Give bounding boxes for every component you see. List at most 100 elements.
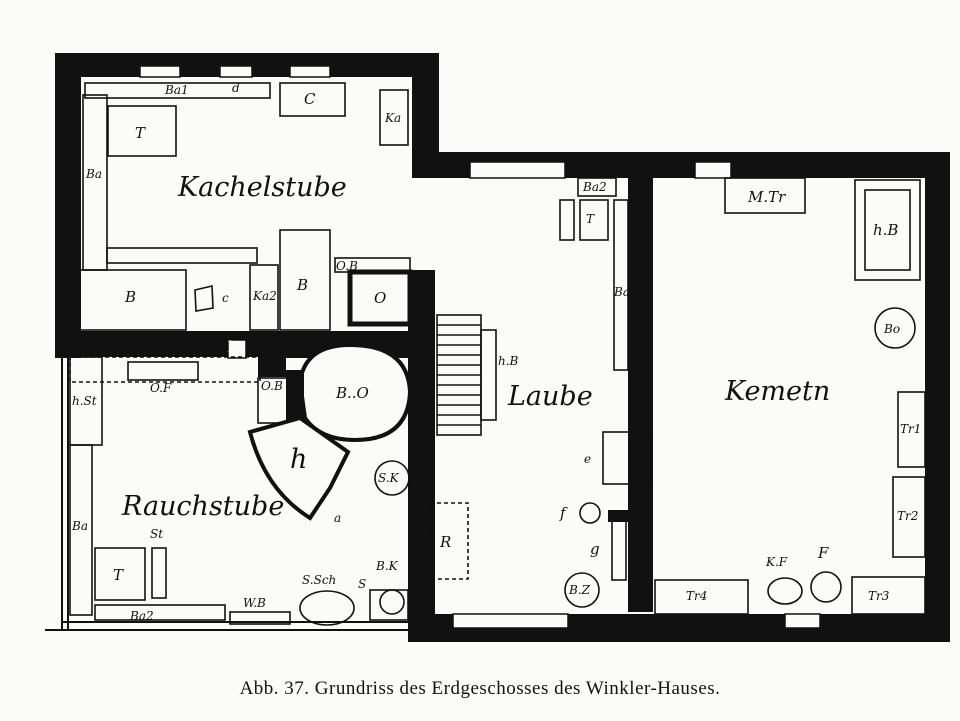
f-fixture [810, 571, 842, 603]
wall [412, 53, 439, 163]
label-t-rauch: T [113, 566, 124, 584]
window [694, 161, 732, 179]
room-label-kemetn: Kemetn [724, 376, 830, 407]
window [219, 65, 253, 78]
bench [82, 94, 108, 271]
label-c: C [304, 90, 316, 108]
label-wb: W.B [243, 596, 266, 610]
label-s: S [358, 577, 366, 591]
water-basin [299, 590, 355, 626]
label-ob-rauch: O.B [261, 379, 283, 393]
label-ka: Ka [384, 111, 401, 125]
bench [611, 519, 627, 581]
bench [94, 604, 226, 621]
wall [608, 510, 628, 522]
label-g: g [590, 540, 600, 558]
wall [258, 357, 286, 377]
bench [151, 547, 167, 599]
window [784, 613, 821, 629]
bench [84, 82, 271, 99]
wall [925, 152, 950, 642]
shelf [577, 177, 617, 197]
stove-bo [874, 307, 916, 349]
label-r: R [439, 533, 451, 551]
door-frame [602, 431, 652, 485]
label-hb: h.B [498, 354, 519, 368]
stool [127, 361, 199, 381]
wall [286, 370, 304, 420]
wall [408, 270, 435, 625]
table [94, 547, 146, 601]
window [227, 339, 247, 359]
label-ob-small: O.B [336, 259, 358, 273]
label-kf: K.F [765, 555, 788, 569]
table [579, 199, 609, 241]
bed [864, 189, 911, 271]
label-bo-oven: B..O [335, 384, 369, 402]
label-ba-laube: Ba [613, 285, 630, 299]
wall [55, 53, 81, 358]
fixture-bz [564, 572, 600, 608]
label-e: e [584, 452, 591, 466]
wall [628, 152, 653, 612]
bed [854, 179, 921, 281]
figure-caption: Abb. 37. Grundriss des Erdgeschosses des… [239, 678, 721, 699]
label-ka2: Ka2 [252, 289, 277, 303]
window [469, 161, 566, 179]
bench [69, 356, 261, 383]
chest [892, 476, 926, 558]
cabinet [379, 89, 409, 146]
label-tr4: Tr4 [686, 589, 707, 603]
label-of: O.F [150, 381, 172, 395]
label-f: f [559, 504, 568, 522]
label-ba2-rauch: Ba2 [129, 609, 154, 623]
label-mtr: M.Tr [747, 188, 786, 206]
window [452, 613, 569, 629]
room-label-laube: Laube [507, 381, 593, 412]
bench [69, 444, 93, 616]
label-ba2-laube: Ba2 [582, 180, 607, 194]
label-ba: Ba [85, 167, 102, 181]
railing [480, 329, 497, 421]
label-b-bench: B [296, 276, 308, 294]
bake-oven [297, 342, 413, 443]
cupboard [724, 177, 806, 214]
label-a: a [334, 511, 341, 525]
sink-bowl [379, 589, 405, 615]
table [107, 105, 177, 157]
bench [613, 199, 629, 371]
cabinet [429, 502, 469, 580]
label-ssch: S.Sch [302, 573, 336, 587]
label-t-laube: T [586, 212, 595, 226]
label-b-door: b [228, 338, 239, 356]
bench [279, 229, 331, 331]
window [289, 65, 331, 78]
cupboard [279, 82, 346, 117]
label-b: B [124, 288, 136, 306]
label-tr3: Tr3 [868, 589, 890, 603]
label-d: d [232, 81, 240, 95]
label-tr2: Tr2 [897, 509, 918, 523]
bed [79, 269, 187, 331]
label-bk: B.K [375, 559, 399, 573]
label-sk: S.K [378, 471, 400, 485]
hearth [247, 415, 351, 521]
fixture-f [579, 502, 601, 524]
label-bo: Bo [883, 322, 900, 336]
label-h: h [290, 444, 307, 475]
window [139, 65, 181, 78]
table [559, 199, 575, 241]
chair [194, 285, 214, 312]
chest [851, 576, 926, 615]
label-t: T [135, 124, 146, 142]
label-c-small: c [222, 291, 229, 305]
label-ba1: Ba1 [164, 83, 189, 97]
label-hb-kemetn: h.B [873, 221, 898, 239]
label-tr1: Tr1 [900, 422, 921, 436]
room-label-rauchstube: Rauchstube [121, 491, 284, 522]
chest [654, 579, 749, 615]
door-post [411, 459, 433, 531]
label-ba-rauch: Ba [71, 519, 88, 533]
label-o: O [374, 289, 386, 307]
